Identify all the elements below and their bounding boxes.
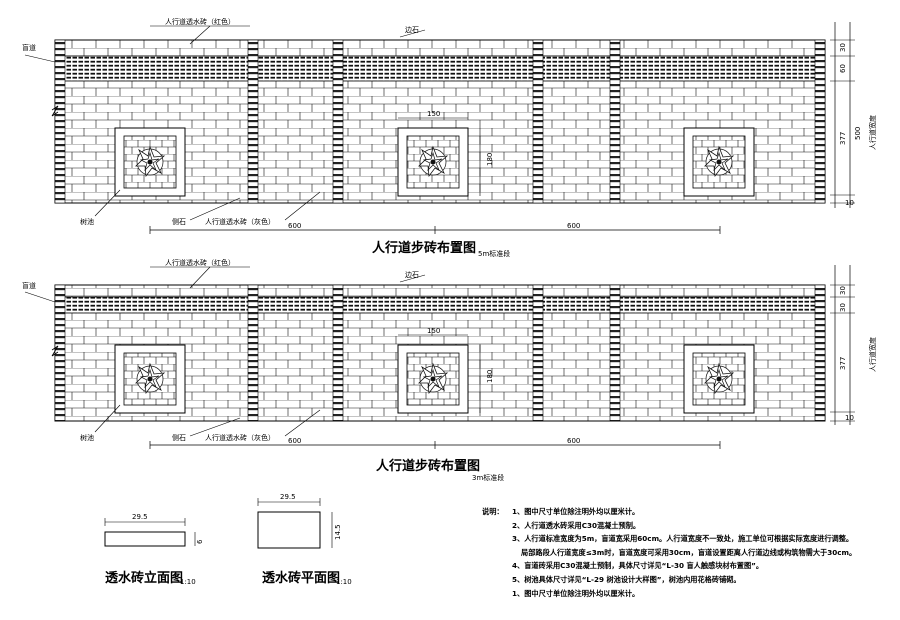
dim-14-5: 14.5 xyxy=(334,524,342,540)
dim-150: 150 xyxy=(427,327,440,335)
note-item: 局部路段人行道宽度≤3m时，盲道宽度可采用30cm，盲道设置距离人行道边线或构筑… xyxy=(521,547,857,557)
tree-pit-label: 树池 xyxy=(80,217,94,226)
dim-30: 30 xyxy=(839,286,847,295)
kerb-label: 侧石 xyxy=(172,433,186,442)
plan-detail-scale: 1:10 xyxy=(336,578,352,586)
blind-path-strip xyxy=(54,296,826,314)
grey-strips xyxy=(54,284,826,422)
dim-180: 180 xyxy=(486,153,494,166)
plan-detail-title: 透水砖平面图 xyxy=(262,570,340,586)
curb-label: 边石 xyxy=(405,25,419,34)
dim-30: 30 xyxy=(839,303,847,312)
red-brick-label: 人行道透水砖（红色） xyxy=(165,17,235,26)
dim-30: 30 xyxy=(839,43,847,52)
dim-10: 10 xyxy=(845,199,854,207)
blind-path-label: 盲道 xyxy=(22,281,36,290)
plan-subtitle-5m: 5m标准段 xyxy=(478,249,510,258)
note-item: 1、图中尺寸单位除注明外均以厘米计。 xyxy=(512,588,640,598)
plan-title-3m: 人行道步砖布置图 xyxy=(376,458,480,474)
dim-60: 60 xyxy=(839,64,847,73)
dim-600-a: 600 xyxy=(288,437,301,445)
note-item: 2、人行道透水砖采用C30混凝土预制。 xyxy=(512,520,641,530)
elevation-title: 透水砖立面图 xyxy=(105,570,183,586)
dim-500: 500 xyxy=(854,127,862,140)
width-label: 人行道宽度 xyxy=(868,115,877,150)
dim-29-5: 29.5 xyxy=(132,513,148,521)
blind-path-label: 盲道 xyxy=(22,43,36,52)
tree-pit-label: 树池 xyxy=(80,433,94,442)
note-item: 3、人行道标准宽度为5m，盲道宽采用60cm。人行道宽度不一致处，施工单位可根据… xyxy=(512,534,854,544)
dim-377: 377 xyxy=(839,357,847,370)
tree-pits xyxy=(114,127,755,197)
brick-elevation-detail: 29.5 6 透水砖立面图 1:10 xyxy=(104,513,204,586)
dim-150: 150 xyxy=(427,110,440,118)
dim-180: 180 xyxy=(486,370,494,383)
dim-600-b: 600 xyxy=(567,437,580,445)
red-brick-label: 人行道透水砖（红色） xyxy=(165,258,235,267)
dim-10: 10 xyxy=(845,414,854,422)
dim-29-5: 29.5 xyxy=(280,493,296,501)
grey-strips xyxy=(54,39,826,204)
notes-heading: 说明： xyxy=(482,507,504,516)
brick-plan-detail: 29.5 14.5 透水砖平面图 1:10 xyxy=(257,493,352,586)
plan-5m: 人行道透水砖（红色） 边石 盲道 树池 侧石 人行道透水砖（灰色） 600 60… xyxy=(22,17,877,258)
design-notes: 说明： 1、图中尺寸单位除注明外均以厘米计。 2、人行道透水砖采用C30混凝土预… xyxy=(482,505,897,600)
grey-brick-label: 人行道透水砖（灰色） xyxy=(205,433,275,442)
plan-subtitle-3m: 3m标准段 xyxy=(472,473,504,482)
dim-600-b: 600 xyxy=(567,222,580,230)
plan-3m: 人行道透水砖（红色） 边石 盲道 树池 侧石 人行道透水砖（灰色） 600 60… xyxy=(22,258,877,482)
note-item: 1、图中尺寸单位除注明外均以厘米计。 xyxy=(512,507,640,516)
dim-600-a: 600 xyxy=(288,222,301,230)
width-label: 人行道宽度 xyxy=(868,337,877,372)
note-item: 4、盲道砖采用C30混凝土预制，具体尺寸详见“L-30 盲人触感块材布置图”。 xyxy=(512,561,764,571)
tree-pits xyxy=(114,344,755,414)
dim-377: 377 xyxy=(839,132,847,145)
note-item: 5、树池具体尺寸详见“L-29 树池设计大样图”，树池内用花格砖铺砌。 xyxy=(512,574,741,584)
kerb-label: 侧石 xyxy=(172,217,186,226)
curb-label: 边石 xyxy=(405,270,419,279)
elevation-scale: 1:10 xyxy=(180,578,196,586)
blind-path-strip xyxy=(54,55,826,82)
dim-6: 6 xyxy=(196,539,204,544)
grey-brick-label: 人行道透水砖（灰色） xyxy=(205,217,275,226)
plan-title-5m: 人行道步砖布置图 xyxy=(372,240,476,256)
